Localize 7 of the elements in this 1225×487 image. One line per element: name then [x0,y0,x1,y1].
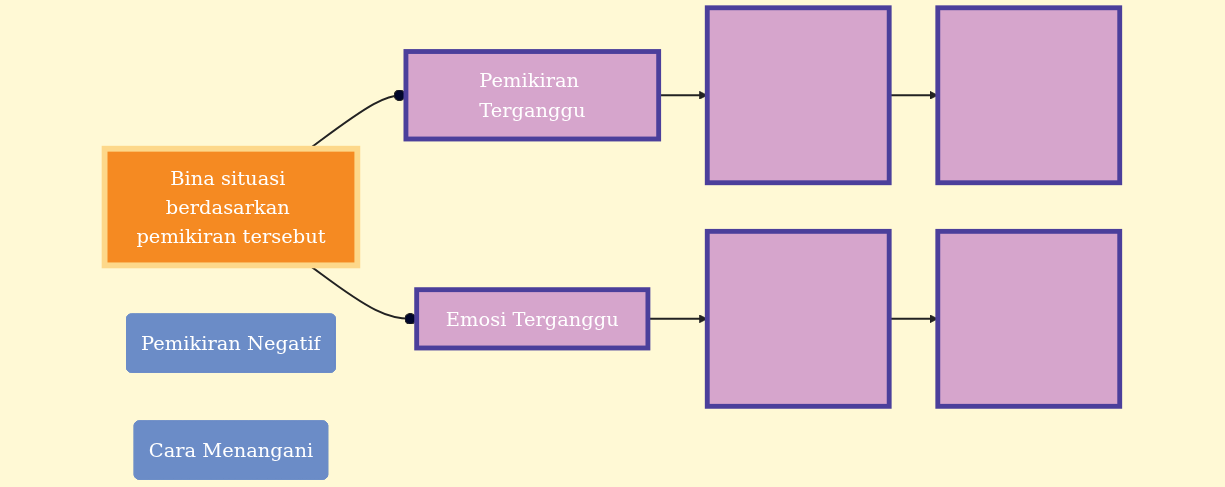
node-box: Pemikiran Terganggu [403,49,662,142]
node-box: Emosi Terganggu [414,287,651,351]
node-box [705,228,892,409]
node-box [935,5,1123,186]
node-box [935,228,1123,409]
node-box: Bina situasi berdasarkan pemikiran tersebut [102,145,361,269]
node-box [705,5,892,186]
